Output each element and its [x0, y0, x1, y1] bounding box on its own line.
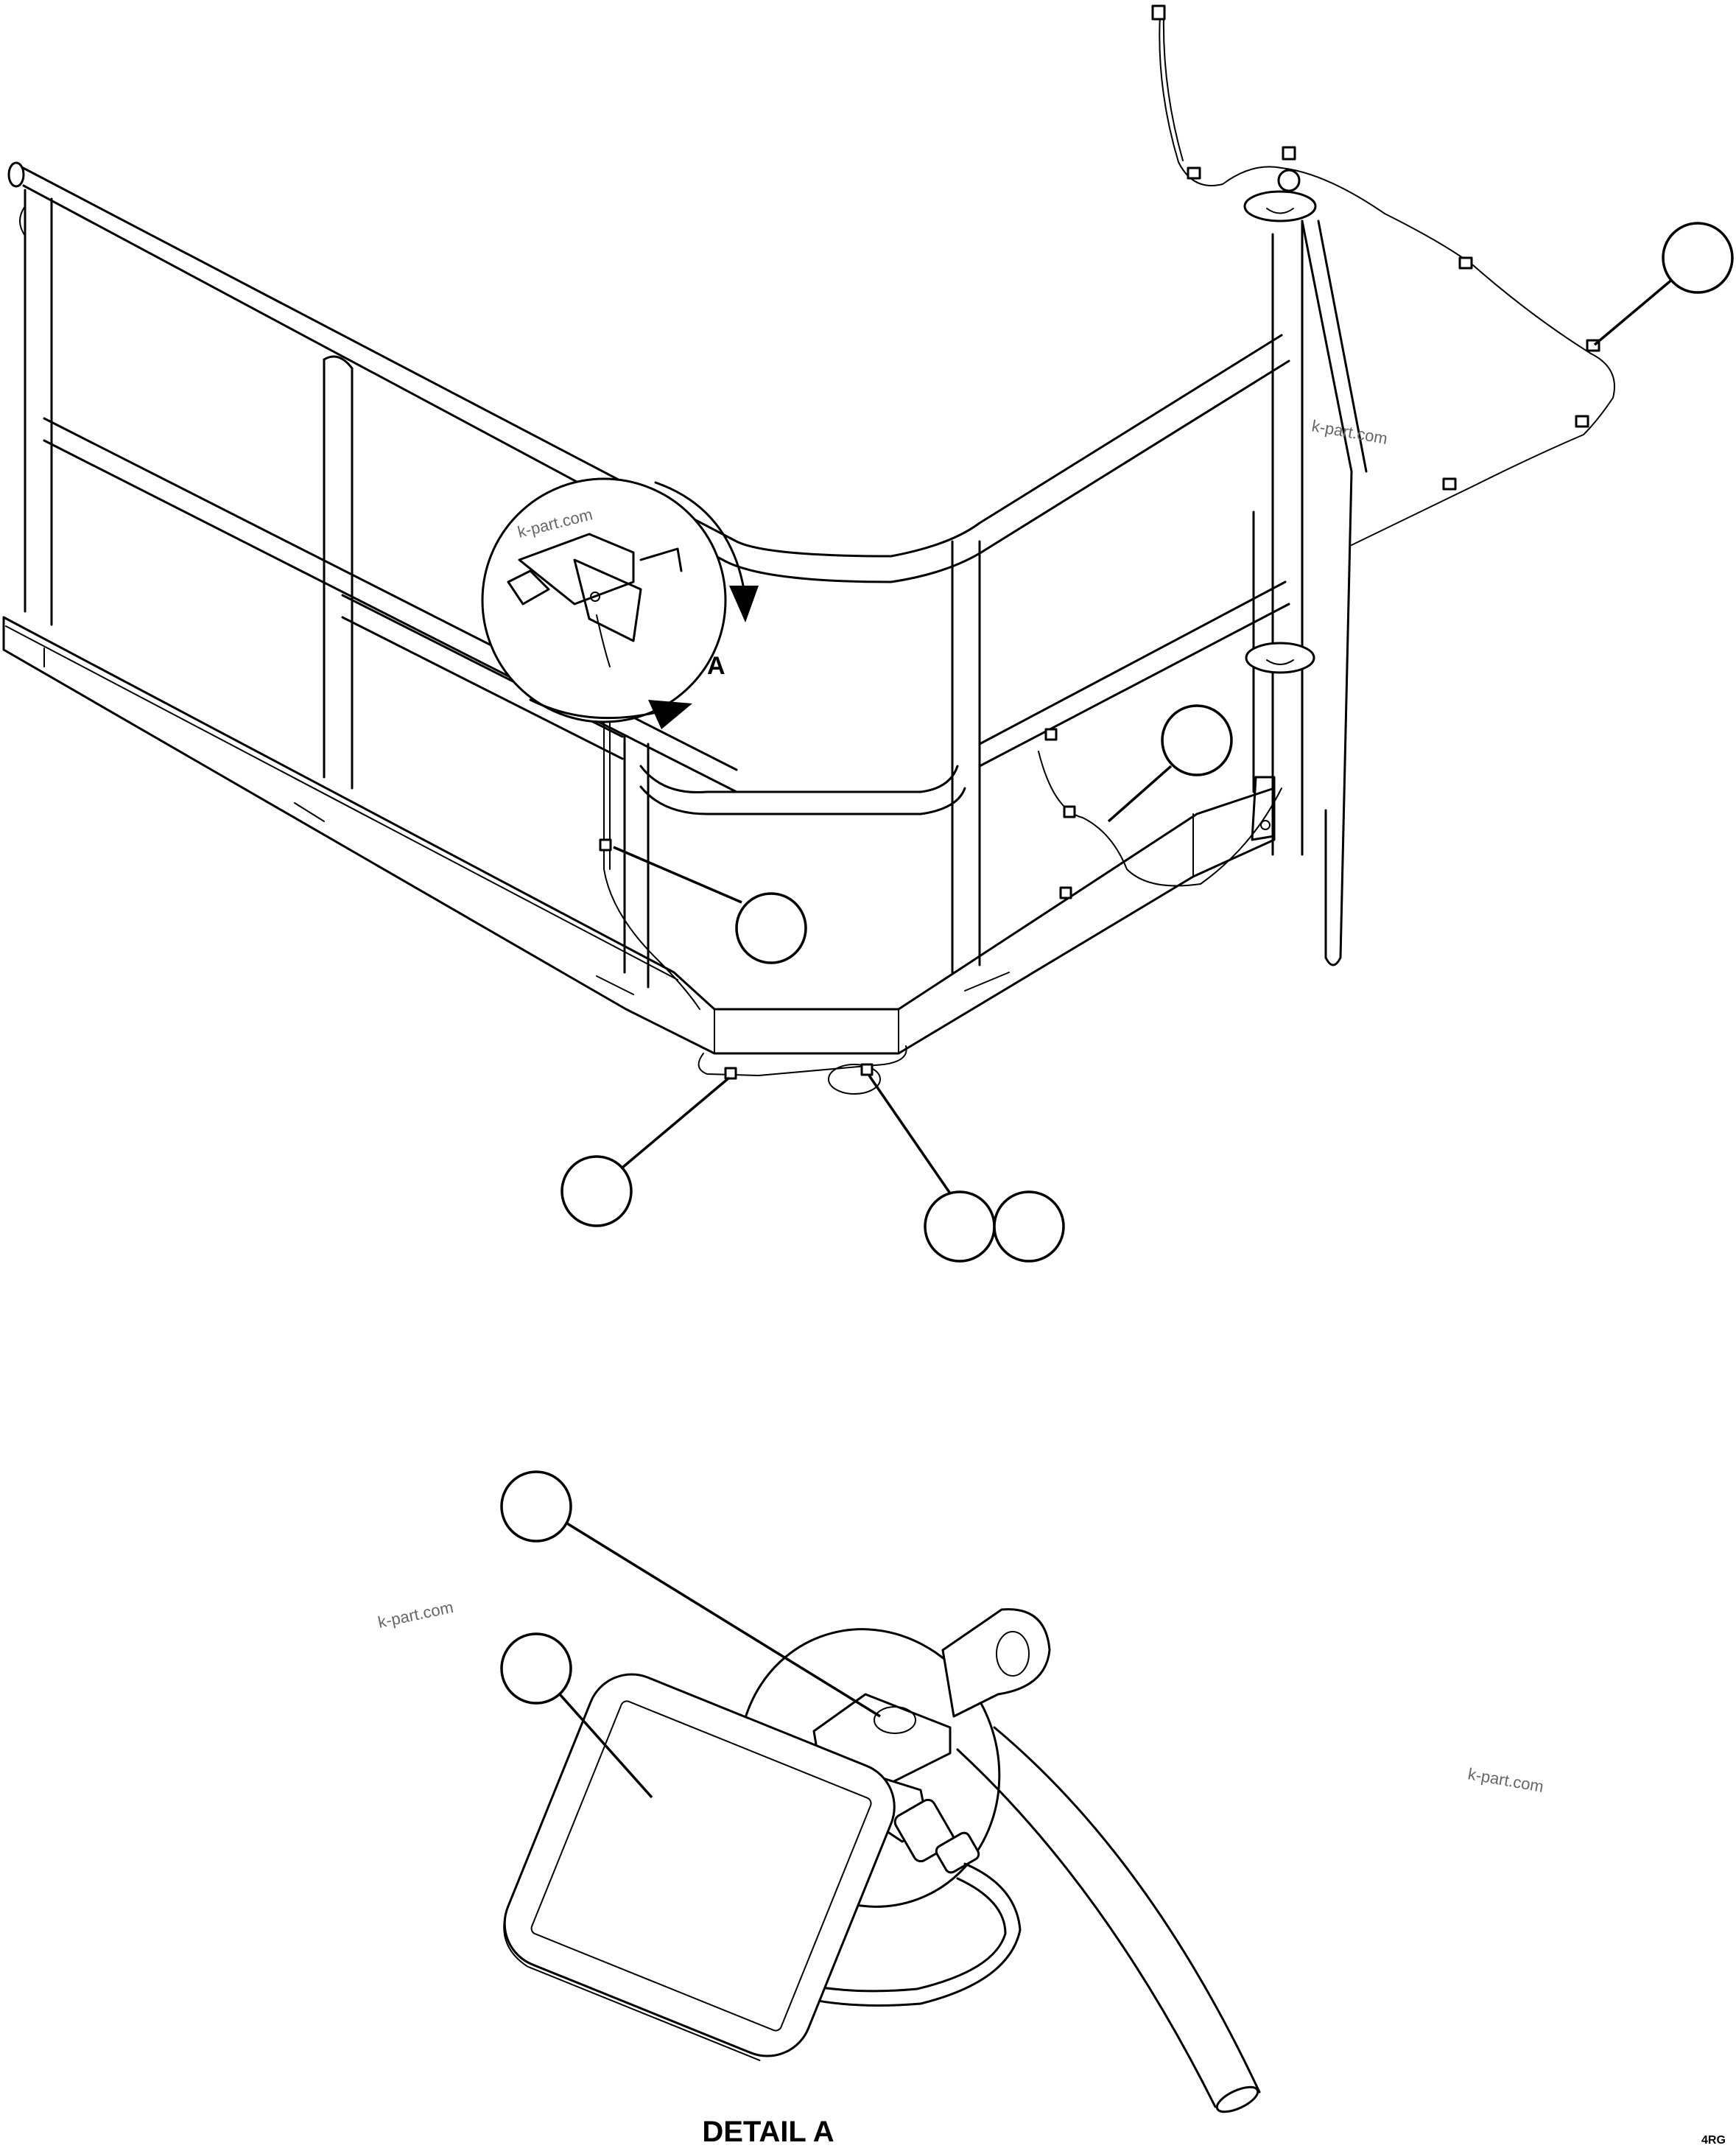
figure-code: 4RG	[1701, 2134, 1726, 2147]
callout-circle	[1161, 704, 1233, 776]
callout-circle	[560, 1155, 633, 1227]
watermark: k-part.com	[376, 1598, 455, 1632]
callout-circle	[924, 1190, 996, 1263]
detail-a-view	[503, 1608, 1261, 2113]
watermark: k-part.com	[1310, 416, 1389, 448]
detail-a-locator: A	[481, 477, 759, 729]
watermark: k-part.com	[1466, 1764, 1545, 1796]
detail-caption: DETAIL A	[702, 2116, 834, 2148]
railing-assembly	[2, 4, 1615, 1095]
detail-view-letter: A	[707, 652, 725, 680]
cable-clips	[599, 4, 1600, 1080]
callouts	[500, 222, 1734, 1799]
callout-circle	[1662, 222, 1734, 294]
callout-circle	[993, 1190, 1065, 1263]
callout-circle	[735, 892, 807, 964]
callout-circle	[500, 1632, 572, 1705]
callout-circle	[500, 1470, 572, 1543]
